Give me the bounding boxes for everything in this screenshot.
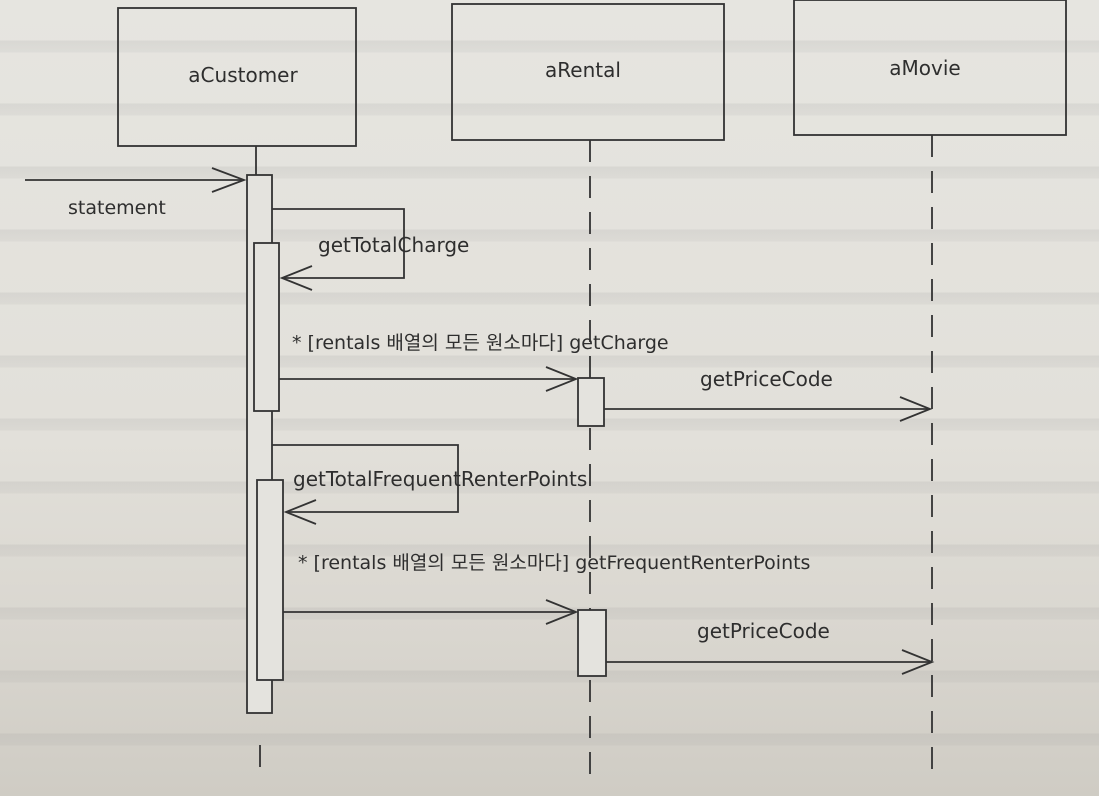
- label-statement: statement: [68, 197, 166, 219]
- message-get-total-charge: [272, 208, 405, 279]
- label-get-total-frequent-renter-points: getTotalFrequentRenterPoints: [293, 467, 587, 491]
- arrowhead-statement: [211, 167, 247, 193]
- activation-get-total-frequent-renter-points: [256, 479, 284, 681]
- object-name-arental: aRental: [545, 58, 621, 82]
- arrowhead-get-price-code-2: [901, 649, 935, 675]
- object-box-amovie: [793, 0, 1067, 136]
- object-box-acustomer: [117, 7, 357, 147]
- arrowhead-get-frequent-renter-points: [545, 599, 579, 625]
- arrowhead-get-charge: [545, 366, 579, 392]
- object-name-acustomer: aCustomer: [188, 63, 298, 87]
- label-get-price-code-1: getPriceCode: [700, 367, 833, 391]
- label-get-charge: * [rentals 배열의 모든 원소마다] getCharge: [292, 332, 669, 354]
- message-get-total-frequent-renter-points: [272, 444, 459, 513]
- activation-arental-2: [577, 609, 607, 677]
- object-name-amovie: aMovie: [889, 56, 960, 80]
- label-get-price-code-2: getPriceCode: [697, 619, 830, 643]
- label-get-frequent-renter-points: * [rentals 배열의 모든 원소마다] getFrequentRente…: [298, 552, 810, 574]
- activation-arental-1: [577, 377, 605, 427]
- arrowhead-get-total-charge: [279, 265, 313, 291]
- arrowhead-get-price-code-1: [899, 396, 933, 422]
- arrowhead-get-total-frequent-renter-points: [283, 499, 317, 525]
- activation-get-total-charge: [253, 242, 280, 412]
- label-get-total-charge: getTotalCharge: [318, 233, 469, 257]
- object-box-arental: [451, 3, 725, 141]
